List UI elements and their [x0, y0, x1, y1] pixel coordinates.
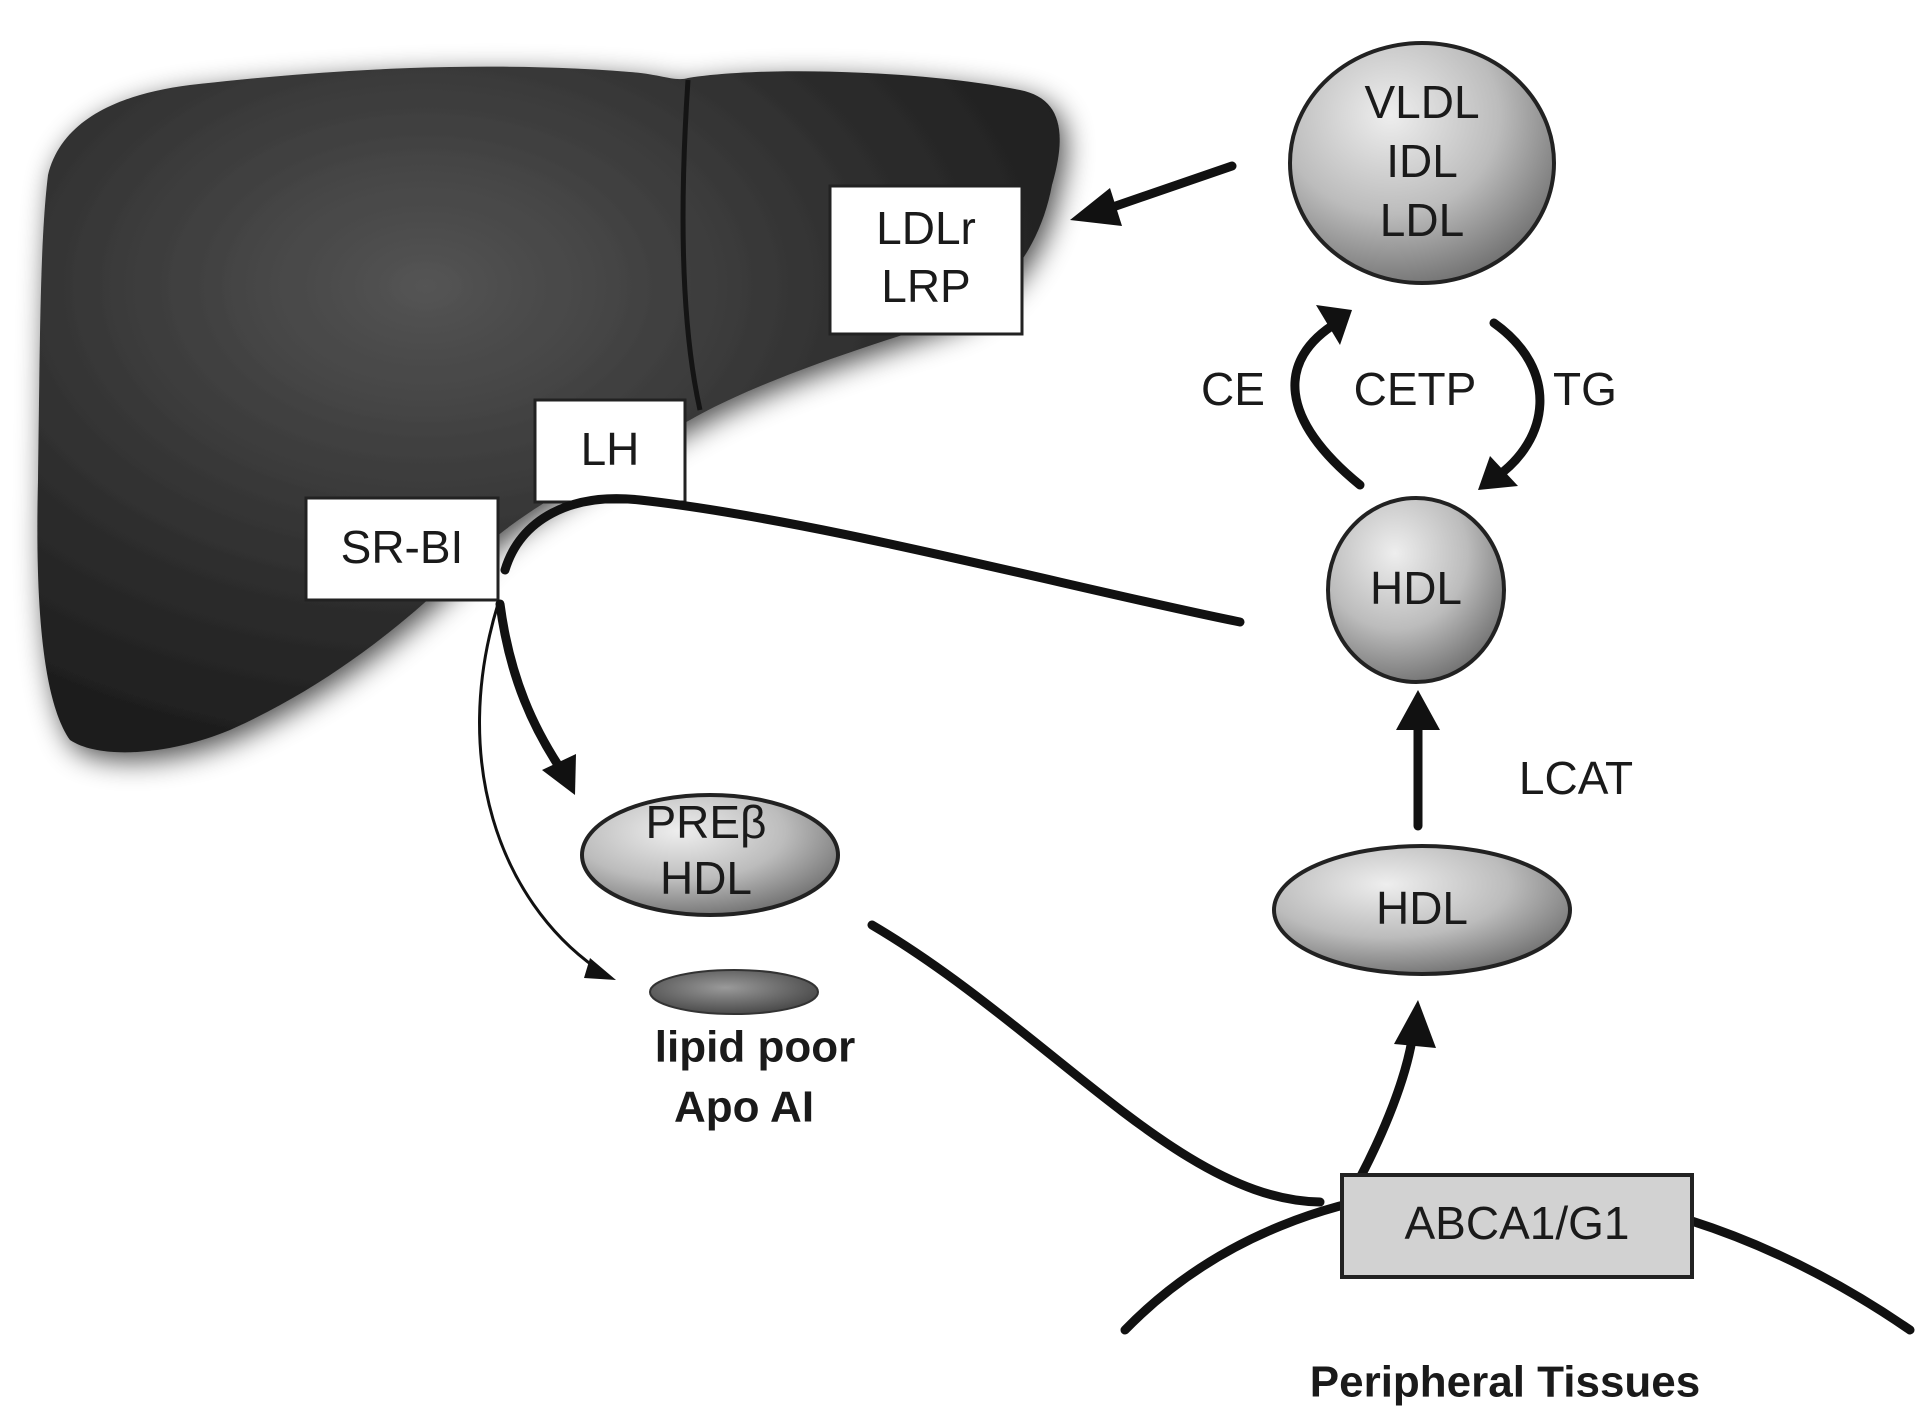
abca1-g1-box: ABCA1/G1	[1340, 1173, 1694, 1279]
lcat-arrow	[1396, 690, 1440, 831]
hdl-mature-label: HDL	[1370, 562, 1462, 614]
arrow-to-ldlr	[1070, 161, 1237, 226]
vldl-idl-ldl-particle: VLDL IDL LDL	[1288, 41, 1556, 285]
arrow-abca-to-hdl	[1355, 1000, 1436, 1183]
sr-bi-label: SR-BI	[341, 521, 464, 573]
pre-beta-line1: PREβ	[645, 796, 766, 848]
liver-lobe-divider	[680, 79, 703, 411]
cetp-exchange-arrows	[1290, 305, 1545, 490]
lipid-poor-line1: lipid poor	[655, 1023, 855, 1072]
lrp-label: LRP	[881, 260, 970, 312]
lipid-poor-line2: Apo AI	[674, 1083, 814, 1132]
hdl-nascent-label: HDL	[1376, 882, 1468, 934]
ldl-label: LDL	[1380, 194, 1464, 246]
pre-beta-line2: HDL	[660, 852, 752, 904]
hdl-nascent-particle: HDL	[1272, 844, 1572, 976]
arrow-to-lipid-poor-apoai	[478, 603, 616, 980]
ce-label: CE	[1201, 363, 1265, 415]
tg-label: TG	[1553, 363, 1617, 415]
ldlr-lrp-box: LDLr LRP	[828, 184, 1024, 336]
peripheral-tissues-label: Peripheral Tissues	[1310, 1358, 1701, 1407]
lh-box: LH	[533, 398, 687, 504]
abca1-g1-label: ABCA1/G1	[1405, 1197, 1630, 1249]
sr-bi-box: SR-BI	[304, 496, 500, 602]
arrow-to-preb-hdl	[495, 599, 576, 795]
ldlr-label: LDLr	[876, 202, 976, 254]
lh-label: LH	[581, 423, 640, 475]
pre-beta-hdl-particle: PREβ HDL	[580, 793, 840, 917]
preb-to-abca-line	[867, 920, 1325, 1207]
hdl-mature-particle: HDL	[1326, 496, 1506, 684]
lipid-poor-apoai-particle	[649, 969, 819, 1015]
idl-label: IDL	[1386, 135, 1458, 187]
cetp-label: CETP	[1354, 363, 1477, 415]
vldl-label: VLDL	[1364, 76, 1479, 128]
lcat-label: LCAT	[1519, 752, 1633, 804]
hdl-to-liver-line	[500, 494, 1245, 627]
